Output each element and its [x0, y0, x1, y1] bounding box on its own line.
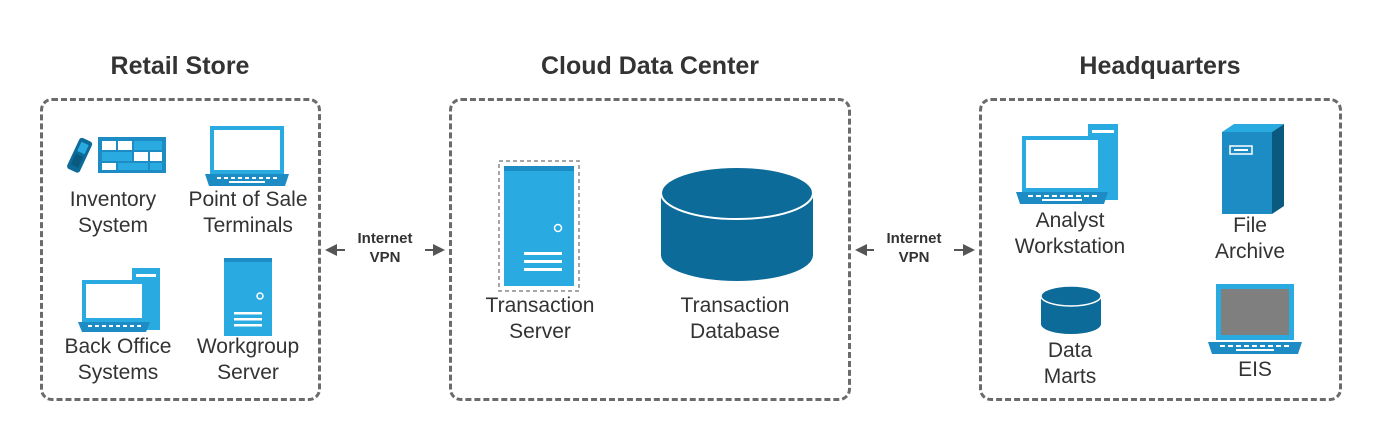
- data-marts-database-icon: [1039, 284, 1103, 336]
- transaction-server-icon: [498, 160, 580, 292]
- point-of-sale-monitor-icon: [205, 124, 293, 190]
- cloud-data-center-title: Cloud Data Center: [540, 52, 760, 80]
- retail-store-zone: [40, 98, 321, 401]
- headquarters-title: Headquarters: [1079, 52, 1241, 80]
- inventory-system-icon: [60, 135, 170, 177]
- retail-store-title: Retail Store: [110, 52, 250, 80]
- file-archive-server-icon: [1222, 124, 1286, 214]
- eis-label: EIS: [1238, 358, 1272, 381]
- back-office-workstation-icon: [76, 268, 162, 336]
- cloud-data-center-zone: [449, 98, 851, 401]
- eis-laptop-icon: [1208, 284, 1302, 358]
- analyst-workstation-icon: [1014, 124, 1120, 208]
- workgroup-server-icon: [224, 258, 272, 336]
- transaction-database-icon: [659, 165, 815, 283]
- headquarters-zone: [979, 98, 1342, 401]
